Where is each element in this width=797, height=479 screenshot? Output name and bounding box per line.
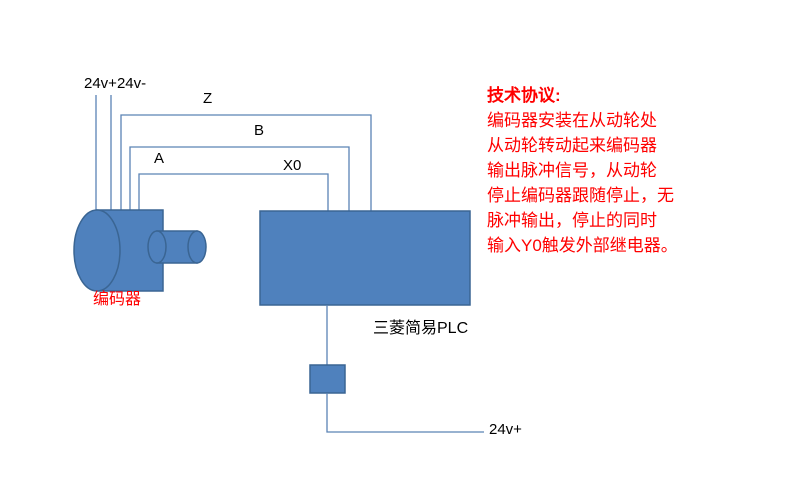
tech-protocol-note: 技术协议: 编码器安装在从动轮处 从动轮转动起来编码器 输出脉冲信号，从动轮 停… [487, 83, 787, 258]
power-top-label: 24v+24v- [84, 75, 147, 92]
note-line: 输入Y0触发外部继电器。 [487, 236, 678, 255]
encoder-label: 编码器 [93, 291, 142, 308]
note-line: 从动轮转动起来编码器 [487, 136, 657, 155]
wire-a-label: A [154, 150, 165, 167]
note-line: 编码器安装在从动轮处 [487, 111, 657, 130]
wire-a [138, 173, 329, 211]
encoder-shaft-end [187, 230, 207, 264]
wire-z [120, 114, 372, 211]
encoder-end-cap [73, 209, 121, 292]
note-line: 脉冲输出，停止的同时 [487, 211, 657, 230]
note-line: 输出脉冲信号，从动轮 [487, 161, 657, 180]
wire-z-label: Z [203, 90, 213, 107]
note-line: 停止编码器跟随停止，无 [487, 186, 674, 205]
input-x0-label: X0 [283, 157, 302, 174]
wire-24v-plus-bottom [326, 393, 484, 433]
wire-b-label: B [254, 122, 265, 139]
note-title: 技术协议: [487, 86, 561, 105]
encoder-shaft-cap [147, 230, 167, 264]
plc-label: 三菱简易PLC [373, 320, 469, 337]
wire-b [129, 146, 350, 211]
plc-box [259, 210, 471, 306]
power-bottom-label: 24v+ [489, 421, 522, 438]
relay-terminal-box [309, 364, 346, 394]
